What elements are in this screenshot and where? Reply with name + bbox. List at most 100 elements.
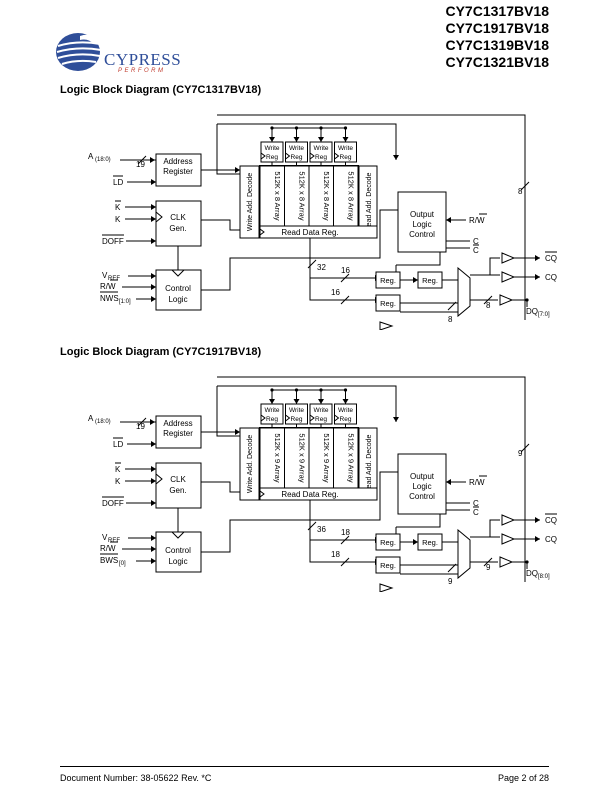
input-label-k-bar: K xyxy=(115,465,121,474)
arrow-head xyxy=(151,238,156,244)
buffer-icon xyxy=(501,252,516,264)
bus-width-half-a: 16 xyxy=(341,266,350,275)
wire-address-to-write xyxy=(216,124,240,175)
bus-width-address: 19 xyxy=(136,422,145,431)
memory-array-label: 512K x 9 Array xyxy=(322,433,331,482)
arrow-head xyxy=(293,137,300,142)
cypress-logo-icon xyxy=(56,33,104,71)
arrow-head xyxy=(446,217,451,223)
wire-address-to-read xyxy=(217,385,397,422)
output-label-rw: R/W xyxy=(469,216,485,225)
arrow-head xyxy=(151,216,156,222)
control-logic-label: Control xyxy=(165,284,191,293)
bus-slash xyxy=(447,301,457,311)
bus-width-read: 36 xyxy=(317,525,326,534)
input-label-doff: DOFF xyxy=(102,237,124,246)
write-reg-label: Reg xyxy=(315,154,327,161)
diagram-title: Logic Block Diagram (CY7C1917BV18) xyxy=(60,346,262,358)
clock-edge-icon xyxy=(260,414,266,422)
write-reg-label: Reg xyxy=(266,416,278,423)
buffer-icon xyxy=(379,321,394,331)
output-logic-label: Output xyxy=(410,210,435,219)
input-label-vref-sub: REF xyxy=(108,276,120,282)
address-register-box xyxy=(155,153,202,187)
wire-clk-to-block xyxy=(201,219,240,231)
wire-top-feedback xyxy=(217,114,526,320)
read-data-reg-box xyxy=(259,487,378,501)
memory-array-label: 512K x 8 Array xyxy=(273,171,282,220)
clock-edge-icon xyxy=(155,473,163,485)
clock-edge-icon xyxy=(260,152,266,160)
clock-edge-icon xyxy=(259,228,265,236)
output-mux-icon xyxy=(457,528,471,580)
clock-edge-icon xyxy=(285,152,291,160)
logo-wordmark: CYPRESS xyxy=(104,50,182,69)
part-number-4: CY7C1321BV18 xyxy=(445,54,549,70)
input-label-k-bar: K xyxy=(115,203,121,212)
arrow-head xyxy=(269,137,275,142)
arrow-head xyxy=(151,284,156,290)
write-reg-label: Write xyxy=(313,145,328,152)
clock-edge-icon xyxy=(334,414,340,422)
bus-width-address: 19 xyxy=(136,160,145,169)
read-data-reg-label: Read Data Reg. xyxy=(281,490,338,499)
memory-array-label: 512K x 9 Array xyxy=(298,433,307,482)
wire-control-to-output xyxy=(201,471,398,553)
bus-width-out-b: 9 xyxy=(486,563,491,572)
buffer-icon xyxy=(499,294,514,306)
arrow-head xyxy=(235,167,240,173)
reg-label: Reg. xyxy=(422,538,438,547)
clk-gen-label: CLK xyxy=(170,213,186,222)
part-number-1: CY7C1317BV18 xyxy=(445,3,549,19)
arrow-head xyxy=(151,500,156,506)
wire-address-to-write xyxy=(216,386,240,437)
memory-array-label: 512K x 9 Array xyxy=(347,433,356,482)
bus-slash xyxy=(340,295,350,305)
arrow-head xyxy=(151,296,156,302)
address-register-label: Register xyxy=(163,429,193,438)
bus-slash xyxy=(340,273,350,283)
output-label-dq-sub: [8:0] xyxy=(538,574,550,580)
read-add-decode-label: Read Add. Decode xyxy=(366,173,373,232)
arrow-head xyxy=(413,539,418,545)
reg-label: Reg. xyxy=(380,276,396,285)
bus-width-half-b: 16 xyxy=(331,288,340,297)
write-reg-label: Reg xyxy=(315,416,327,423)
bus-slash xyxy=(340,535,350,545)
output-logic-label: Logic xyxy=(412,220,431,229)
output-label-c-bar: C xyxy=(473,508,479,517)
bus-slash xyxy=(137,417,147,427)
output-logic-box xyxy=(397,191,447,253)
control-logic-label: Logic xyxy=(168,295,187,304)
arrow-head xyxy=(535,517,540,523)
input-label-k: K xyxy=(115,215,121,224)
bus-slash xyxy=(307,259,317,269)
reg-label: Reg. xyxy=(422,276,438,285)
arrow-head xyxy=(535,536,540,542)
output-label-cq: CQ xyxy=(545,273,557,282)
input-label-address-sub: (18:0) xyxy=(95,419,111,425)
bus-width-read: 32 xyxy=(317,263,326,272)
footer-divider xyxy=(60,766,549,767)
output-logic-label: Output xyxy=(410,472,435,481)
output-label-c-bar: C xyxy=(473,246,479,255)
clk-gen-label: CLK xyxy=(170,475,186,484)
arrow-head xyxy=(269,399,275,404)
clock-edge-icon xyxy=(334,152,340,160)
part-number-3: CY7C1319BV18 xyxy=(445,37,549,53)
output-mux-icon xyxy=(457,266,471,318)
arrow-head xyxy=(393,155,399,160)
arrow-head xyxy=(151,478,156,484)
input-label-address: A xyxy=(88,152,94,161)
clk-gen-label: Gen. xyxy=(169,224,186,233)
memory-array-box xyxy=(284,165,310,227)
write-reg-label: Reg xyxy=(291,154,303,161)
input-label-ld: LD xyxy=(113,178,123,187)
reg-label: Reg. xyxy=(380,538,396,547)
buffer-icon xyxy=(499,556,514,568)
write-add-decode-label: Write Add. Decode xyxy=(247,435,254,493)
input-label-address: A xyxy=(88,414,94,423)
input-label-ws-sub: [0] xyxy=(119,561,126,567)
input-label-ld: LD xyxy=(113,440,123,449)
write-reg-label: Reg xyxy=(340,154,352,161)
